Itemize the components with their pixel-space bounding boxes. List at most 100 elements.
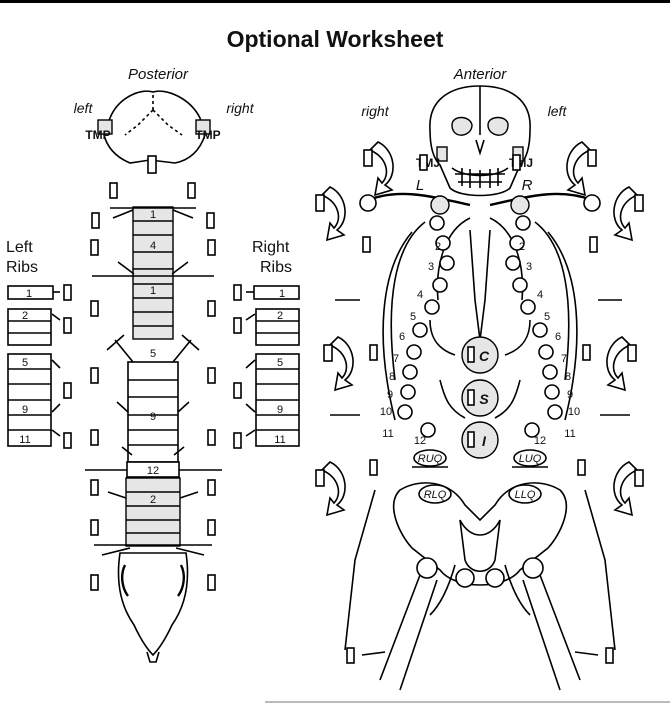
occiput-box[interactable]	[148, 156, 156, 173]
arrow-box[interactable]	[588, 150, 596, 166]
hip-box[interactable]	[606, 648, 613, 663]
anterior-box[interactable]	[370, 345, 377, 360]
rib-box[interactable]	[234, 285, 241, 300]
tmj-box[interactable]	[513, 155, 520, 170]
rib-number-label: 9	[567, 389, 573, 401]
right-side-rib-heads	[398, 216, 454, 437]
anterior-box[interactable]	[583, 345, 590, 360]
left-rib-label: 5	[22, 357, 28, 369]
spine-box[interactable]	[188, 183, 195, 198]
left-rib-label: 11	[19, 434, 30, 446]
spine-box[interactable]	[208, 430, 215, 445]
left-rib-label: 9	[22, 404, 28, 416]
bottom-rule	[265, 701, 670, 703]
anterior-box[interactable]	[370, 460, 377, 475]
rib-number-label: 7	[393, 353, 399, 365]
rib-box[interactable]	[234, 383, 241, 398]
sternum-c-label: C	[479, 348, 490, 364]
rib-number-label: 5	[544, 311, 550, 323]
hip-box[interactable]	[347, 648, 354, 663]
spine-box[interactable]	[91, 240, 98, 255]
right-ribs-heading-2: Ribs	[260, 259, 292, 276]
spine-box[interactable]	[110, 183, 117, 198]
arrow-box[interactable]	[635, 195, 643, 211]
right-rib-label: 5	[277, 357, 283, 369]
vertebra-label: 12	[147, 465, 159, 477]
rib-number-label: 4	[417, 289, 423, 301]
anterior-box[interactable]	[578, 460, 585, 475]
vertebra-label: 2	[150, 494, 156, 506]
right-rib-label: 2	[277, 310, 283, 322]
spine-box[interactable]	[91, 480, 98, 495]
spine-box[interactable]	[208, 368, 215, 383]
rib-number-label: 4	[537, 289, 543, 301]
arrow-box[interactable]	[316, 195, 324, 211]
quadrant-rlq-label: RLQ	[424, 489, 447, 501]
spine-box[interactable]	[91, 368, 98, 383]
rib-box[interactable]	[64, 433, 71, 448]
tmp-right-label: TMP	[195, 128, 220, 142]
posterior-left-label: left	[74, 100, 94, 116]
rib-number-label: 2	[435, 241, 441, 253]
sternum-box[interactable]	[468, 432, 474, 447]
spine-box[interactable]	[208, 301, 215, 316]
rib-number-label: 6	[399, 331, 405, 343]
rib-number-label: 2	[519, 241, 525, 253]
left-side-rib-heads	[506, 216, 562, 437]
arrow-box[interactable]	[316, 470, 324, 486]
spine-box[interactable]	[208, 520, 215, 535]
arrow-box[interactable]	[635, 470, 643, 486]
spine-box[interactable]	[91, 430, 98, 445]
rib-number-label: 5	[410, 311, 416, 323]
quadrant-luq-label: LUQ	[519, 453, 542, 465]
left-ribs-heading-2: Ribs	[6, 259, 38, 276]
vertebra-label: 1	[150, 209, 156, 221]
rib-box[interactable]	[64, 318, 71, 333]
arrow-box[interactable]	[364, 150, 372, 166]
anterior-left-label: left	[548, 103, 568, 119]
anterior-heading: Anterior	[453, 66, 508, 83]
rib-box[interactable]	[64, 285, 71, 300]
tmp-left-label: TMP	[85, 128, 110, 142]
vertebra-label: 1	[150, 285, 156, 297]
quadrant-ruq-label: RUQ	[418, 453, 443, 465]
spine-box[interactable]	[91, 520, 98, 535]
posterior-heading: Posterior	[128, 66, 189, 83]
clavicle-r-label: R	[522, 177, 533, 194]
left-ribs-heading-1: Left	[6, 239, 33, 256]
clavicle-l-label: L	[416, 177, 424, 194]
sternum-box[interactable]	[468, 347, 474, 362]
anterior-right-label: right	[361, 103, 389, 119]
spine-box[interactable]	[91, 575, 98, 590]
spine-box[interactable]	[208, 240, 215, 255]
spine-box[interactable]	[92, 213, 99, 228]
rib-box[interactable]	[64, 383, 71, 398]
vertebra-label: 9	[150, 411, 156, 423]
vertebra-label: 4	[150, 240, 156, 252]
sternum-s-label: S	[479, 391, 489, 407]
sternum-box[interactable]	[468, 390, 474, 405]
rib-number-label: 3	[526, 261, 532, 273]
tmj-box[interactable]	[420, 155, 427, 170]
anterior-box[interactable]	[363, 237, 370, 252]
left-rib-label: 1	[26, 288, 32, 300]
rib-box[interactable]	[234, 318, 241, 333]
rib-box[interactable]	[234, 433, 241, 448]
right-rib-label: 11	[274, 434, 285, 446]
spine-box[interactable]	[207, 213, 214, 228]
rib-number-label: 10	[568, 406, 580, 418]
arrow-box[interactable]	[628, 345, 636, 361]
anterior-box[interactable]	[590, 237, 597, 252]
posterior-skull: Posterior left right TMP TMP	[74, 66, 255, 173]
arrow-box[interactable]	[324, 345, 332, 361]
spine-box[interactable]	[208, 480, 215, 495]
right-rib-label: 1	[279, 288, 285, 300]
rib-number-label: 7	[561, 353, 567, 365]
rib-number-label: 11	[564, 428, 575, 440]
spine-box[interactable]	[208, 575, 215, 590]
rib-number-label: 11	[382, 428, 393, 440]
rib-number-label: 6	[555, 331, 561, 343]
rib-number-label: 12	[414, 435, 426, 447]
spine-box[interactable]	[91, 301, 98, 316]
right-rib-label: 9	[277, 404, 283, 416]
